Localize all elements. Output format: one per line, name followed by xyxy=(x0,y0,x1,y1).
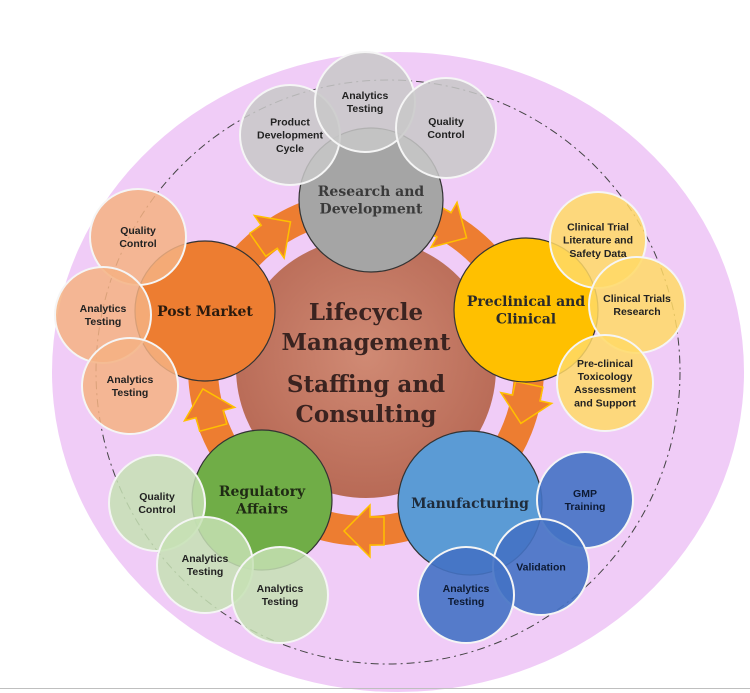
label-line: Control xyxy=(119,238,156,250)
label-line: Testing xyxy=(262,596,299,608)
label-line: Literature and xyxy=(563,235,633,247)
label-line: Regulatory xyxy=(219,484,306,500)
label-line: Analytics xyxy=(342,90,389,102)
label-line: Analytics xyxy=(257,583,304,595)
label-line: Preclinical and xyxy=(467,294,586,310)
label-line: Toxicology xyxy=(578,371,633,383)
title-line-4: Consulting xyxy=(296,401,437,428)
label-line: and Support xyxy=(574,397,636,409)
label-line: Control xyxy=(427,129,464,141)
center-title: Lifecycle Management Staffing and Consul… xyxy=(281,299,450,428)
label-line: Manufacturing xyxy=(411,496,529,512)
label-line: Clinical Trials xyxy=(603,293,671,305)
label-line: Analytics xyxy=(182,553,229,565)
manufacturing-satellite-2[interactable]: Validation xyxy=(492,518,590,616)
bottom-divider xyxy=(0,688,750,689)
label-line: Analytics xyxy=(80,303,127,315)
center-circle xyxy=(236,238,496,498)
label-line: Analytics xyxy=(443,583,490,595)
label-line: GMP xyxy=(573,488,597,500)
label-line: Validation xyxy=(516,562,566,574)
label-line: Training xyxy=(565,501,606,513)
label-line: Research xyxy=(613,306,660,318)
label-line: Safety Data xyxy=(569,248,626,260)
label-line: Cycle xyxy=(276,143,304,155)
label-line: Testing xyxy=(112,387,149,399)
label-line: Testing xyxy=(85,316,122,328)
label-line: Assessment xyxy=(574,384,636,396)
label-line: Testing xyxy=(448,596,485,608)
stage-post-market: Post MarketQualityControlAnalyticsTestin… xyxy=(54,188,276,435)
cycle-arrowhead xyxy=(342,503,385,559)
label-line: Testing xyxy=(347,103,384,115)
label-line: Quality xyxy=(120,225,156,237)
label-line: Control xyxy=(138,504,175,516)
stage-research-development: Research andDevelopmentProductDevelopmen… xyxy=(239,51,497,273)
label-line: Clinical Trial xyxy=(567,222,629,234)
label-line: Development xyxy=(257,130,323,142)
label-line: Post Market xyxy=(157,304,253,320)
cycle-arrowhead xyxy=(499,380,554,425)
label-line: Testing xyxy=(187,566,224,578)
label-line: Development xyxy=(320,202,423,218)
label-line: Research and xyxy=(318,184,425,200)
cycle-arrowhead xyxy=(182,387,237,433)
title-line-1: Lifecycle xyxy=(309,299,423,326)
stage-manufacturing: ManufacturingGMPTrainingValidationAnalyt… xyxy=(397,430,634,644)
label-line: Clinical xyxy=(496,312,556,328)
label-line: Pre-clinical xyxy=(577,358,633,370)
label-line: Quality xyxy=(428,116,464,128)
label-line: Product xyxy=(270,117,310,129)
label-line: Analytics xyxy=(107,374,154,386)
label-line: Affairs xyxy=(235,502,288,518)
title-line-2: Management xyxy=(281,329,450,356)
title-line-3: Staffing and xyxy=(287,371,445,398)
cycle-arrowhead xyxy=(248,214,292,260)
label-line: Quality xyxy=(139,491,175,503)
